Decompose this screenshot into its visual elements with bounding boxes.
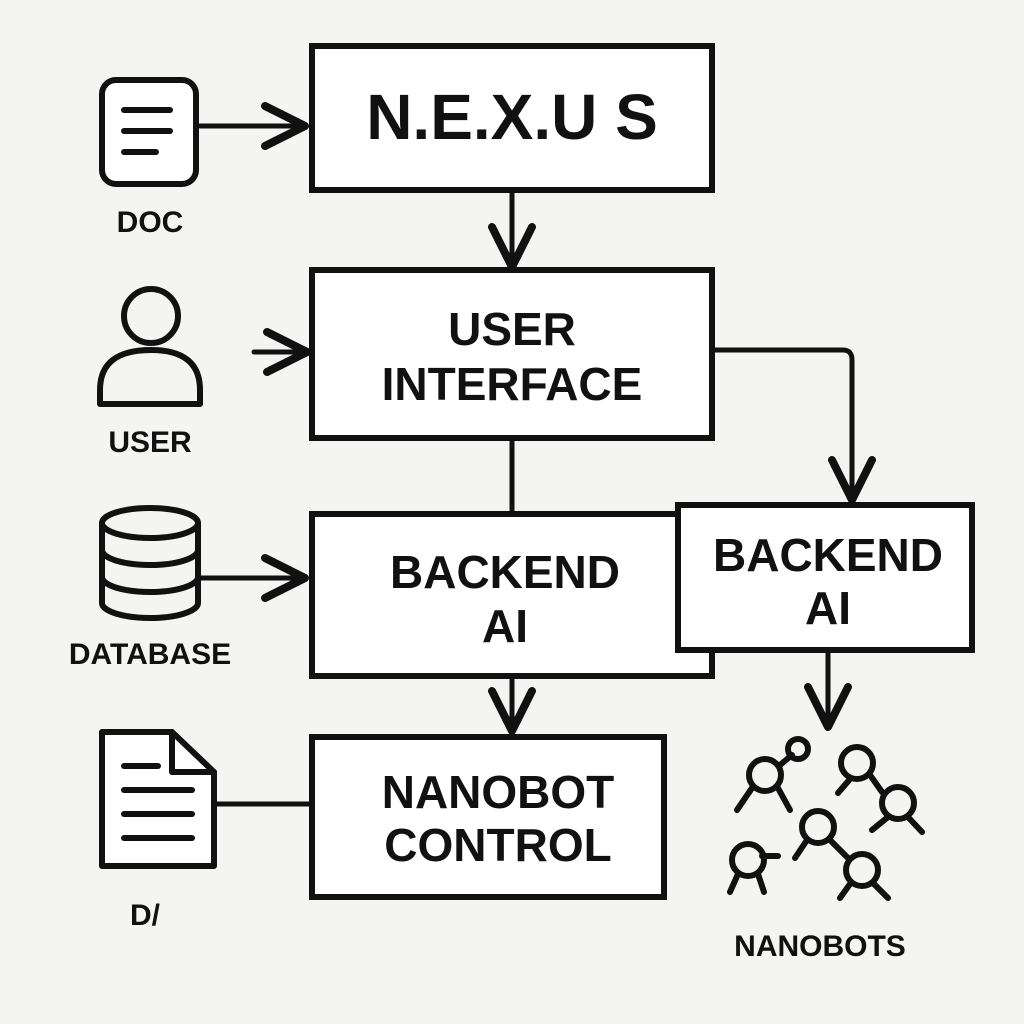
nanobots-icon [727,736,925,901]
arrow-ui-to-backend-right [710,347,876,504]
user-interface-box: USER INTERFACE [309,267,715,441]
nanobots-label: NANOBOTS [734,930,906,963]
backend-ai-left-label-line2: AI [482,600,528,652]
document-icon [99,77,199,187]
nexus-title: N.E.X.U S [366,81,658,153]
backend-ai-right-label-line2: AI [805,582,851,634]
user-interface-label-line1: USER [448,303,576,355]
nexus-box: N.E.X.U S [309,43,715,193]
file-label: D/ [130,899,161,932]
database-label: DATABASE [69,638,231,671]
doc-label: DOC [117,206,184,239]
database-icon [99,505,201,621]
backend-ai-left-label-line1: BACKEND [390,546,620,598]
backend-ai-box-left: BACKEND AI [309,511,715,679]
nanobot-control-label-line2: CONTROL [384,819,611,871]
nanobot-control-box: NANOBOT CONTROL [309,734,667,900]
backend-ai-box-right: BACKEND AI [675,502,975,653]
file-icon [99,729,217,869]
backend-ai-right-label-line1: BACKEND [713,529,943,581]
nanobot-control-label-line1: NANOBOT [382,766,615,818]
user-label: USER [108,426,192,459]
user-icon [97,286,203,407]
user-interface-label-line2: INTERFACE [382,358,643,410]
